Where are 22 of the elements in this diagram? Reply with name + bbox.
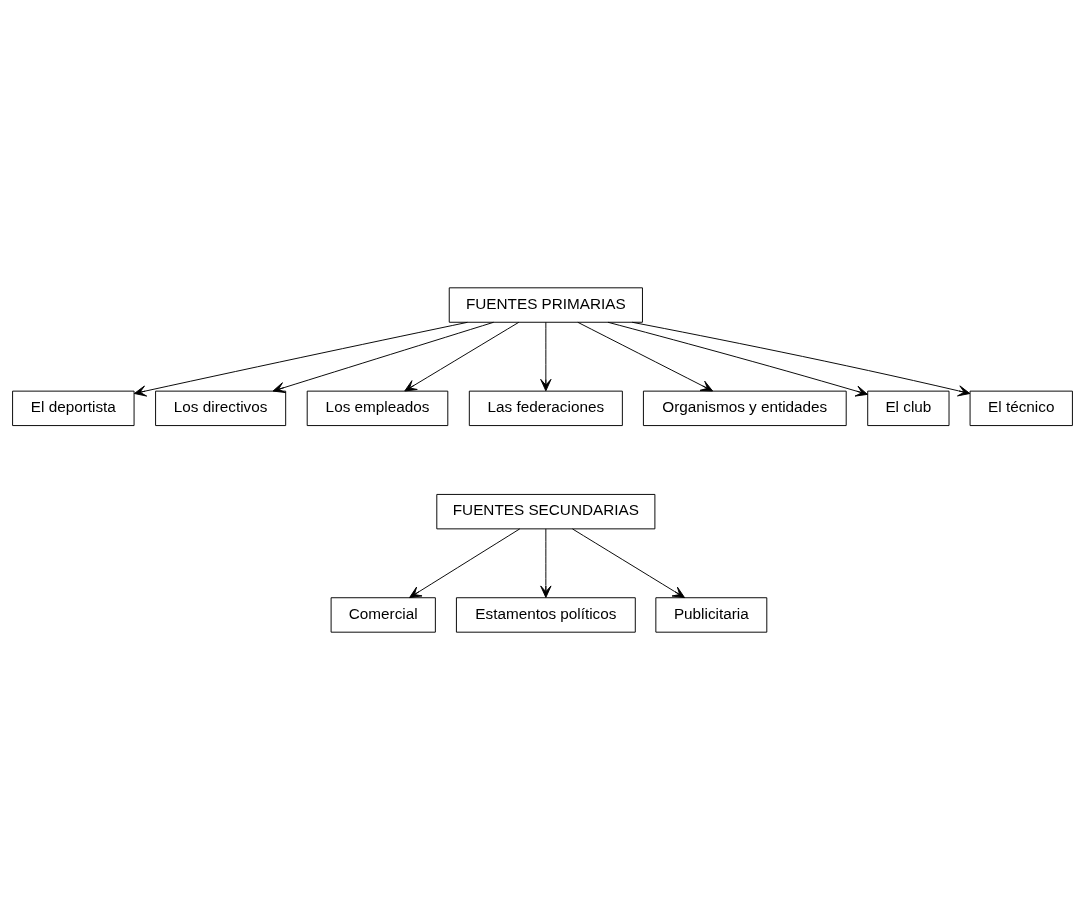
node-box: Organismos y entidades xyxy=(642,390,847,426)
arrow xyxy=(577,321,714,391)
arrow xyxy=(409,527,521,598)
node-box: FUENTES PRIMARIAS xyxy=(448,286,643,323)
node-box: FUENTES SECUNDARIAS xyxy=(436,493,656,529)
node-box: Comercial xyxy=(330,596,436,633)
arrow xyxy=(631,321,971,396)
node-box: El técnico xyxy=(969,390,1073,426)
node-box: Los empleados xyxy=(306,390,449,426)
node-box: El club xyxy=(867,390,950,426)
arrow xyxy=(540,527,552,598)
arrow xyxy=(133,321,468,397)
node-box: Los directivos xyxy=(155,390,287,426)
node-box: Publicitaria xyxy=(655,596,768,633)
node-box: Las federaciones xyxy=(468,390,623,426)
arrow xyxy=(607,321,868,397)
arrow xyxy=(404,321,520,391)
node-box: El deportista xyxy=(12,390,135,426)
arrow xyxy=(571,527,685,598)
arrow xyxy=(540,321,552,391)
arrow xyxy=(272,321,495,393)
node-box: Estamentos políticos xyxy=(455,596,636,633)
